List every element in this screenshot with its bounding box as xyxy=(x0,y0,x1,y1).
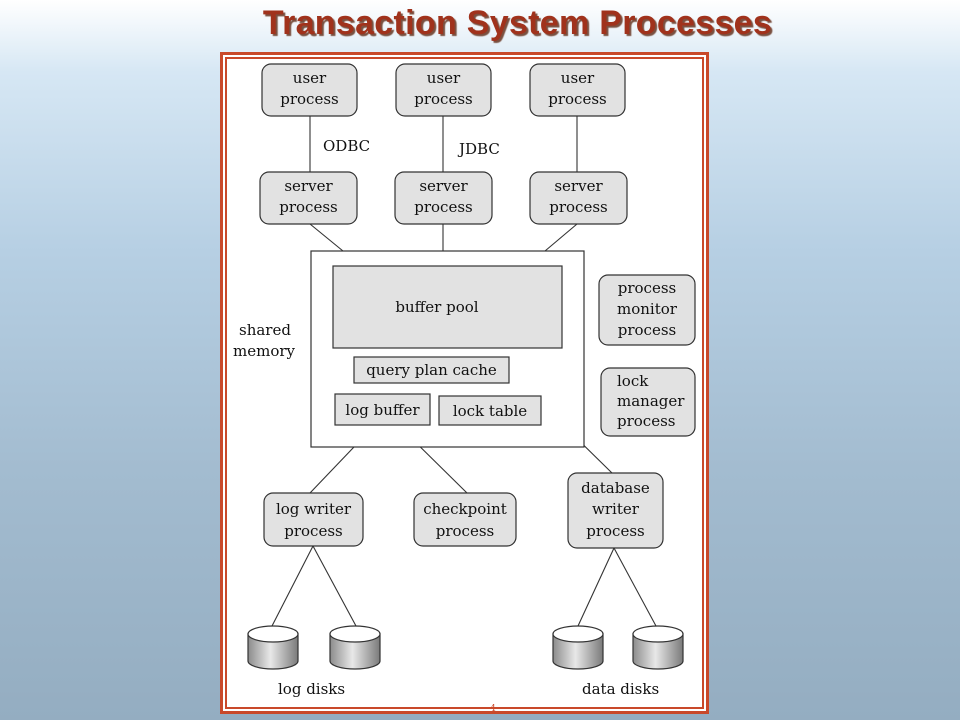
server-process-1-line2: process xyxy=(279,198,337,216)
user-process-2-line2: process xyxy=(414,90,472,108)
user-process-3-line2: process xyxy=(548,90,606,108)
user-process-2-line1: user xyxy=(427,69,461,87)
database-writer-line2: writer xyxy=(592,500,640,518)
process-monitor-line3: process xyxy=(618,321,676,339)
user-process-2: user process xyxy=(395,63,492,117)
user-process-1: user process xyxy=(261,63,358,117)
checkpoint-process: checkpoint process xyxy=(413,492,517,547)
log-buffer-label: log buffer xyxy=(345,401,420,419)
database-writer-line1: database xyxy=(581,479,650,497)
buffer-pool: buffer pool xyxy=(332,265,563,349)
process-monitor-process: process monitor process xyxy=(598,274,696,346)
log-buffer: log buffer xyxy=(334,393,431,426)
server-process-2-line1: server xyxy=(419,177,468,195)
log-disk-2-icon xyxy=(329,625,381,670)
server-process-1: server process xyxy=(259,171,358,225)
slide-title: Transaction System Processes xyxy=(262,4,773,42)
process-monitor-line2: monitor xyxy=(617,300,678,318)
server-process-2-line2: process xyxy=(414,198,472,216)
data-disks-label: data disks xyxy=(582,680,659,698)
log-disks-label: log disks xyxy=(278,680,345,698)
checkpoint-line2: process xyxy=(436,522,494,540)
log-writer-process: log writer process xyxy=(263,492,364,547)
footer-mark: 4 xyxy=(490,704,496,714)
database-writer-process: database writer process xyxy=(567,472,664,549)
lock-manager-line3: process xyxy=(617,412,675,430)
server-process-1-line1: server xyxy=(284,177,333,195)
query-plan-cache: query plan cache xyxy=(353,356,510,384)
odbc-label: ODBC xyxy=(323,137,370,155)
buffer-pool-label: buffer pool xyxy=(395,298,478,316)
data-disk-2-icon xyxy=(632,625,684,670)
shared-memory-label-line2: memory xyxy=(233,342,296,360)
lock-manager-process: lock manager process xyxy=(600,367,696,437)
shared-memory-label-line1: shared xyxy=(239,321,291,339)
database-writer-line3: process xyxy=(586,522,644,540)
user-process-1-line2: process xyxy=(280,90,338,108)
lock-table: lock table xyxy=(438,395,542,426)
user-process-1-line1: user xyxy=(293,69,327,87)
user-process-3-line1: user xyxy=(561,69,595,87)
user-process-3: user process xyxy=(529,63,626,117)
log-disk-1-icon xyxy=(247,625,299,670)
data-disk-1-icon xyxy=(552,625,604,670)
log-writer-line1: log writer xyxy=(276,500,352,518)
server-process-3-line1: server xyxy=(554,177,603,195)
lock-table-label: lock table xyxy=(453,402,527,420)
lock-manager-line2: manager xyxy=(617,392,685,410)
lock-manager-line1: lock xyxy=(617,372,649,390)
process-monitor-line1: process xyxy=(618,279,676,297)
server-process-3: server process xyxy=(529,171,628,225)
log-writer-line2: process xyxy=(284,522,342,540)
jdbc-label: JDBC xyxy=(457,140,500,158)
server-process-2: server process xyxy=(394,171,493,225)
server-process-3-line2: process xyxy=(549,198,607,216)
query-plan-cache-label: query plan cache xyxy=(366,361,497,379)
checkpoint-line1: checkpoint xyxy=(423,500,507,518)
